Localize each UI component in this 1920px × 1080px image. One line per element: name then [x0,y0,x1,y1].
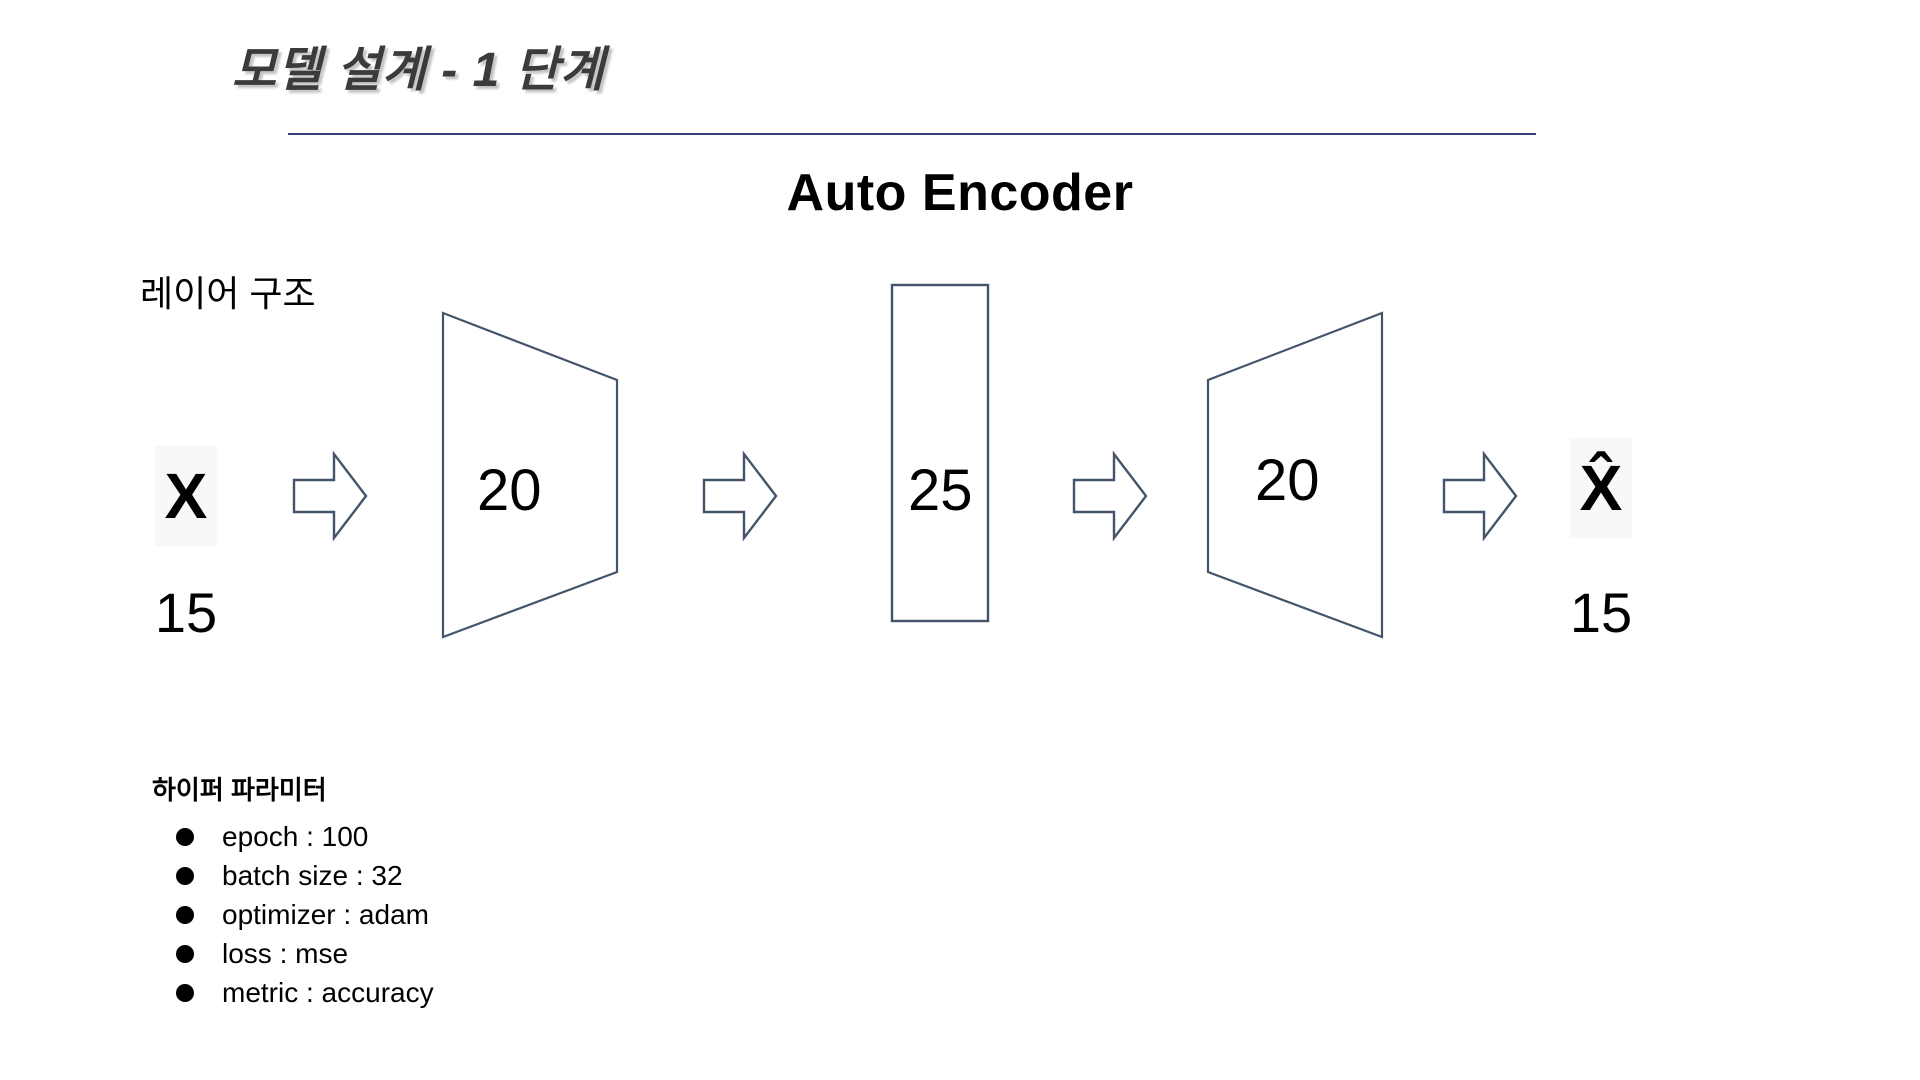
bullet-dot-icon [176,983,194,1002]
hyperparameter-item: epoch : 100 [152,817,434,856]
decoder-units-label: 20 [1255,448,1320,513]
arrow-encoder-to-bottleneck-icon [700,450,780,542]
encoder-units-label: 20 [477,458,542,523]
input-symbol-box: X [155,446,217,546]
arrow-input-to-encoder-icon [290,450,370,542]
page-title: 모델 설계 - 1 단계 [232,44,605,97]
bullet-dot-icon [176,905,194,924]
section-label-layer-structure: 레이어 구조 [140,273,316,314]
hyperparameter-text: epoch : 100 [222,820,369,852]
output-symbol-box: X̂ [1570,438,1632,538]
bottleneck-units-label: 25 [908,458,973,523]
bottleneck-layer-shape [890,283,990,623]
output-symbol: X̂ [1579,452,1623,524]
hyperparameter-item: optimizer : adam [152,895,434,934]
arrow-decoder-to-output-icon [1440,450,1520,542]
autoencoder-diagram: X 15 20 25 20 [0,283,1920,730]
hyperparameter-text: loss : mse [222,937,349,969]
hyperparameter-item: batch size : 32 [152,856,434,895]
input-dimension-label: 15 [154,581,218,644]
bullet-dot-icon [176,866,194,885]
title-divider [288,133,1536,135]
input-symbol: X [164,460,208,532]
bullet-dot-icon [176,944,194,963]
hyperparameter-text: metric : accuracy [222,976,434,1008]
hyperparameters-block: 하이퍼 파라미터 epoch : 100 batch size : 32 optim… [152,770,434,1012]
hyperparameter-item: loss : mse [152,934,434,973]
arrow-bottleneck-to-decoder-icon [1070,450,1150,542]
decoder-layer-shape [1205,310,1385,640]
hyperparameter-text: batch size : 32 [222,859,403,891]
main-heading: Auto Encoder [786,164,1134,222]
bullet-dot-icon [176,827,194,846]
hyperparameter-text: optimizer : adam [222,898,429,930]
encoder-layer-shape [440,310,620,640]
hyperparameters-list: epoch : 100 batch size : 32 optimizer : ad… [152,817,434,1012]
hyperparameter-item: metric : accuracy [152,973,434,1012]
output-dimension-label: 15 [1569,581,1633,644]
hyperparameters-title: 하이퍼 파라미터 [152,775,327,805]
